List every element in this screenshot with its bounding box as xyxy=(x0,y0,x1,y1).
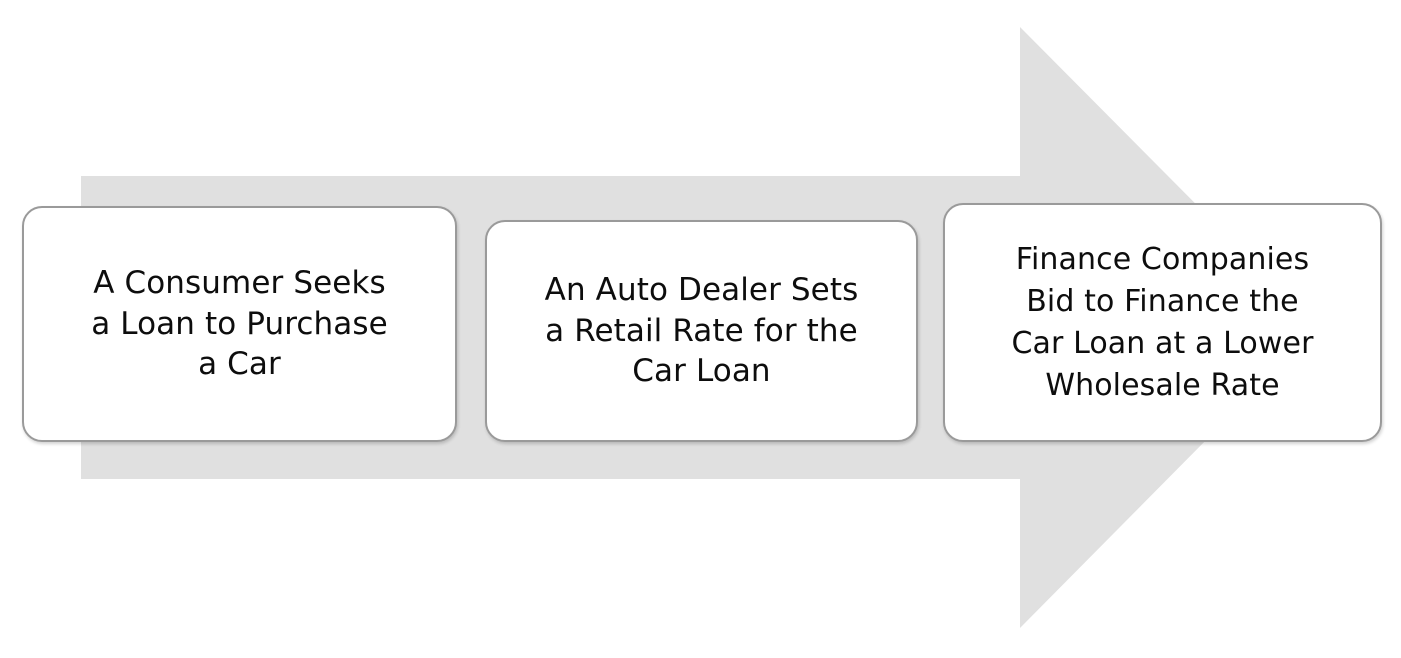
process-step-3-box[interactable]: Finance Companies Bid to Finance the Car… xyxy=(943,203,1382,442)
process-step-3-label: Finance Companies Bid to Finance the Car… xyxy=(1011,241,1314,403)
process-step-2-box[interactable]: An Auto Dealer Sets a Retail Rate for th… xyxy=(485,220,918,442)
process-step-2-label: An Auto Dealer Sets a Retail Rate for th… xyxy=(544,271,859,390)
process-step-1-label: A Consumer Seeks a Loan to Purchase a Ca… xyxy=(91,264,388,383)
process-step-1-box[interactable]: A Consumer Seeks a Loan to Purchase a Ca… xyxy=(22,206,457,442)
